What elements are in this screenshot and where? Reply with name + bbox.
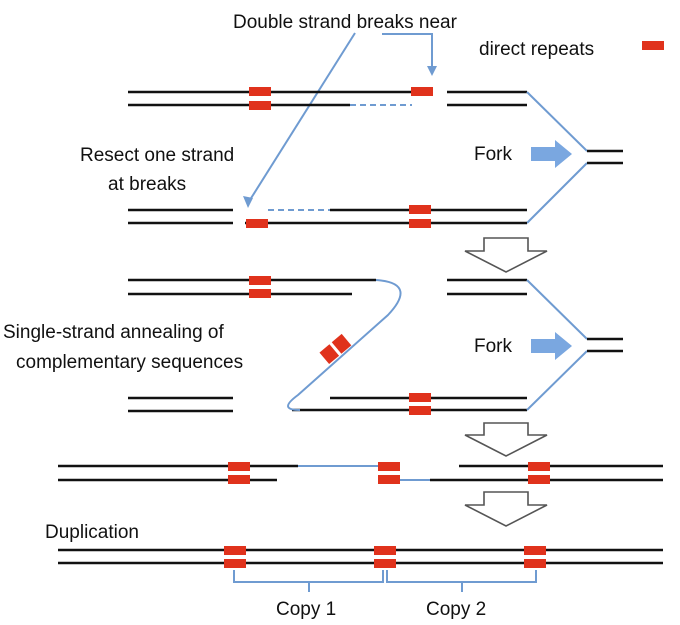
step-arrow-1 xyxy=(464,237,548,273)
annealed-repeat xyxy=(319,333,352,365)
stage5-repeats xyxy=(224,546,546,568)
stage1-strands xyxy=(128,90,527,107)
fork1-duplex xyxy=(587,149,623,165)
stage2-strands xyxy=(128,208,527,225)
repeats-label: direct repeats xyxy=(479,39,594,60)
fork-label-middle: Fork xyxy=(474,336,513,357)
stage3-repeats xyxy=(249,276,431,415)
fork-direction-arrow-top xyxy=(531,140,572,168)
pointer-arrowhead-right xyxy=(427,66,437,76)
fork-direction-arrow-middle xyxy=(531,332,572,360)
annealed-strand-loop xyxy=(287,279,402,411)
copy-brackets xyxy=(233,570,537,592)
fork2-arms xyxy=(526,279,588,411)
stage4-strands xyxy=(58,464,663,482)
stage1-repeats xyxy=(249,87,433,110)
annealing-label-line2: complementary sequences xyxy=(16,352,243,373)
stage4-repeats xyxy=(228,462,550,484)
resect-label-line2: at breaks xyxy=(108,174,186,195)
copy1-label: Copy 1 xyxy=(276,599,336,620)
stage5-strands xyxy=(58,548,663,565)
step-arrow-2 xyxy=(464,422,548,457)
repeat-legend-marker xyxy=(642,41,664,50)
step-arrow-3 xyxy=(464,491,548,527)
fork2-duplex xyxy=(587,337,623,353)
break-pointer-lines xyxy=(247,32,433,204)
copy2-label: Copy 2 xyxy=(426,599,486,620)
fork1-arms xyxy=(526,91,588,224)
stage4-new-strand xyxy=(298,465,430,481)
duplication-label: Duplication xyxy=(45,522,139,543)
pointer-arrowhead-left xyxy=(243,196,253,208)
fork-label-top: Fork xyxy=(474,144,513,165)
annealing-label-line1: Single-strand annealing of xyxy=(3,322,224,343)
stage2-repeats xyxy=(246,205,431,228)
resect-label-line1: Resect one strand xyxy=(80,145,234,166)
breaks-label: Double strand breaks near xyxy=(233,12,458,33)
